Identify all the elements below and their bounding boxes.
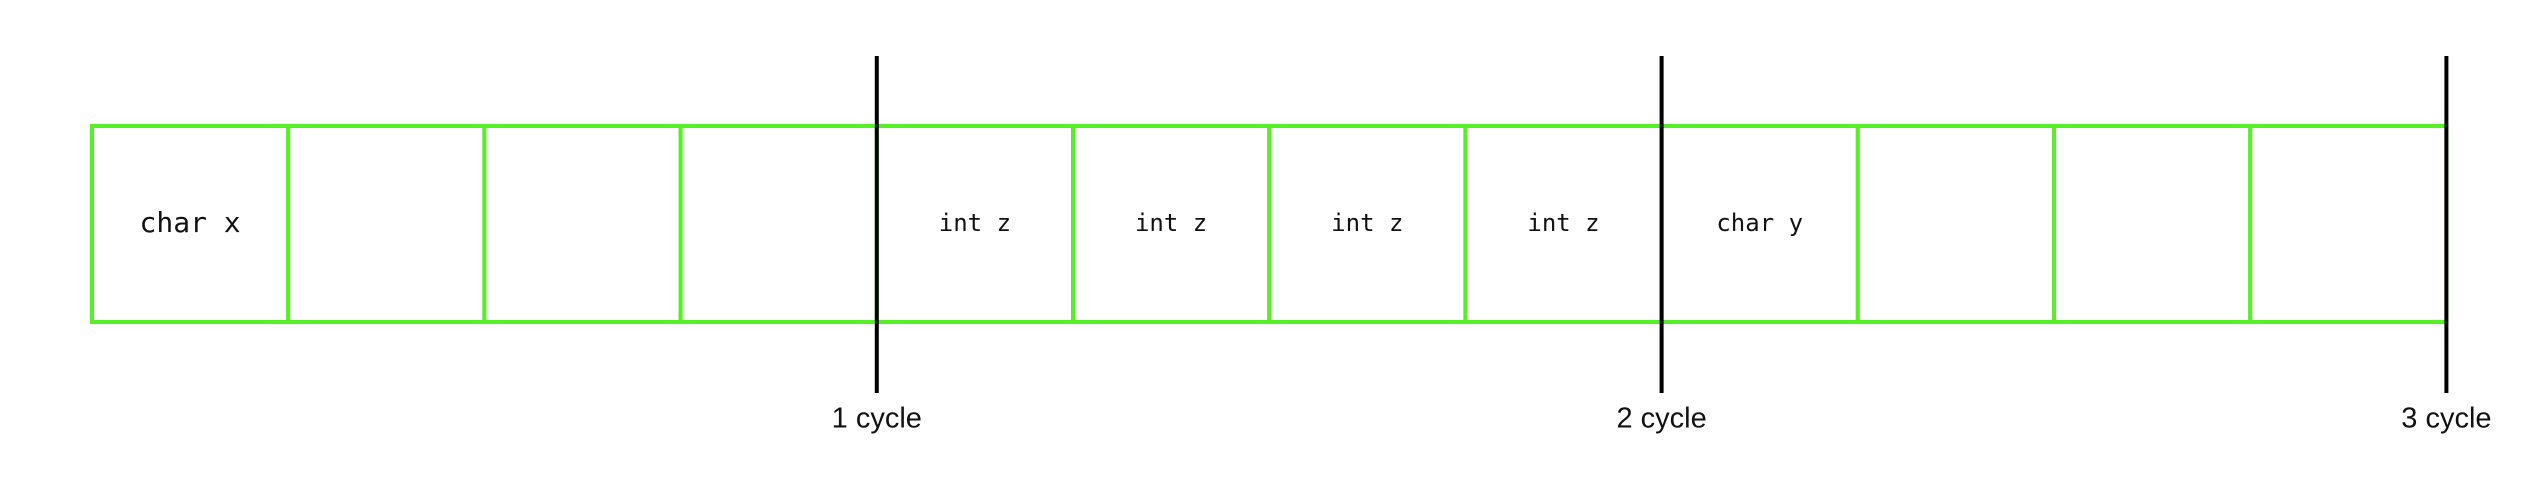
cycle-label: 3 cycle [2401, 403, 2491, 435]
memory-cell-box [678, 124, 879, 324]
memory-cell [286, 124, 487, 324]
memory-cell: int z [874, 124, 1075, 324]
memory-cell-box [1855, 124, 2057, 324]
memory-cell [678, 124, 879, 324]
memory-cell: int z [1463, 124, 1664, 324]
memory-cell-box [874, 124, 1075, 324]
cycle-label: 2 cycle [1616, 403, 1706, 435]
memory-cell-box [286, 124, 487, 324]
memory-cell-box [1463, 124, 1664, 324]
memory-cell-box [1071, 124, 1272, 324]
memory-cell-label: int z [939, 209, 1011, 237]
cycle-label: 1 cycle [832, 403, 922, 435]
memory-cells: char x int z int z int z int z char y [90, 124, 2449, 324]
memory-cell-label: int z [1527, 209, 1599, 237]
memory-cell [482, 124, 683, 324]
memory-cell [2052, 124, 2253, 324]
memory-cell [2248, 124, 2449, 324]
memory-cell-box [90, 124, 291, 324]
memory-cell-label: char y [1716, 209, 1803, 237]
memory-cell-label: int z [1135, 209, 1207, 237]
memory-cell-box [2248, 124, 2449, 324]
cycle-boundaries: 1 cycle 2 cycle 3 cycle [832, 56, 2492, 435]
memory-cell-box [2052, 124, 2253, 324]
memory-cell: char y [1659, 124, 1860, 324]
memory-cell-label: char x [140, 206, 241, 239]
memory-cell-label: int z [1331, 209, 1403, 237]
memory-cell: int z [1071, 124, 1272, 324]
memory-cell: int z [1267, 124, 1468, 324]
memory-cell: char x [90, 124, 291, 324]
memory-cell-box [482, 124, 683, 324]
memory-cell [1855, 124, 2057, 324]
